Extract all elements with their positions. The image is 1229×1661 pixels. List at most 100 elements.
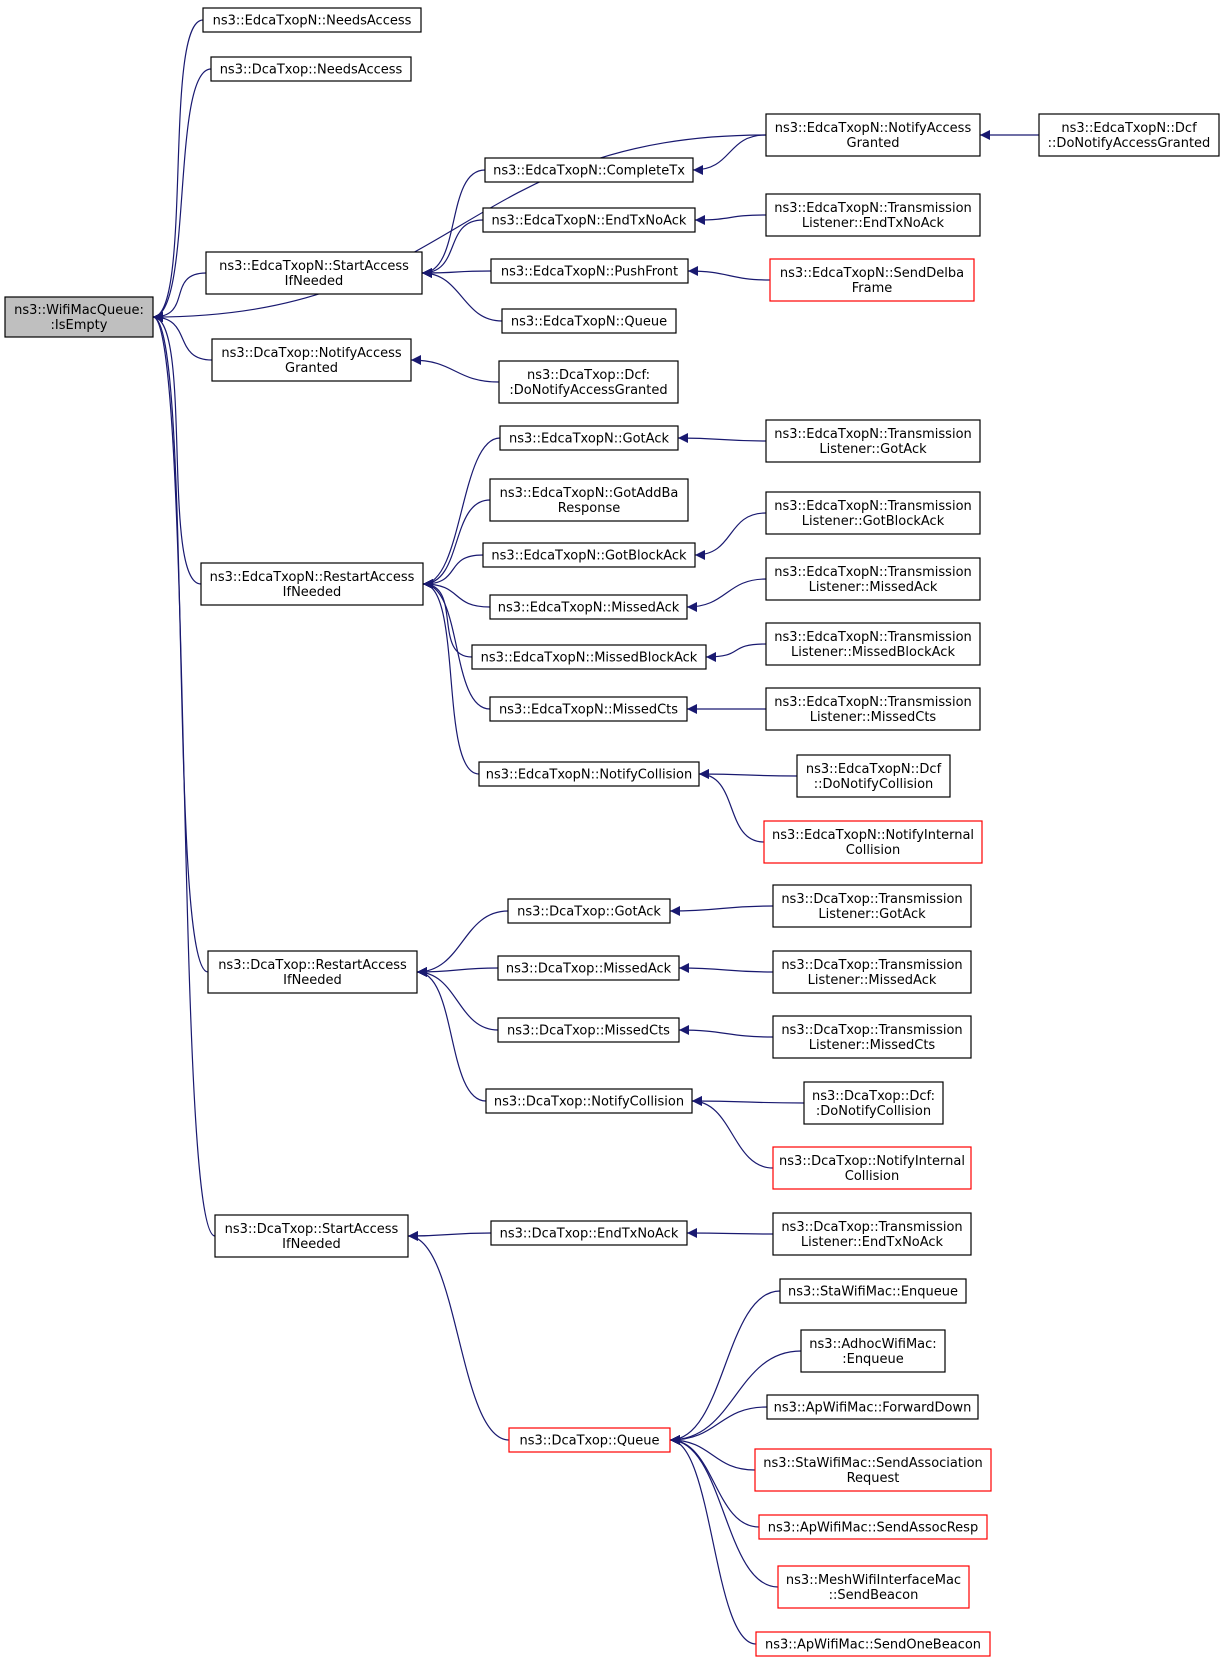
edge-d_tl_endtxnoack-to-d_endtxnoack [686,1228,774,1239]
node-d_dcf_donotify[interactable]: ns3::DcaTxop::Dcf::DoNotifyAccessGranted [498,360,679,404]
node-e_tl_endtxnoack[interactable]: ns3::EdcaTxopN::TransmissionListener::En… [765,193,981,237]
node-label-line: ns3::ApWifiMac::SendAssocResp [768,1521,978,1536]
node-d_endtxnoack[interactable]: ns3::DcaTxop::EndTxNoAck [490,1220,688,1246]
node-box [501,308,677,334]
node-e_queue[interactable]: ns3::EdcaTxopN::Queue [501,308,677,334]
node-e_tl_missedack[interactable]: ns3::EdcaTxopN::TransmissionListener::Mi… [765,557,981,601]
node-ap_sendonebeacon[interactable]: ns3::ApWifiMac::SendOneBeacon [755,1631,991,1657]
node-e_dcf_donotify[interactable]: ns3::EdcaTxopN::Dcf::DoNotifyAccessGrant… [1038,113,1220,157]
node-label-line: Response [558,501,620,516]
node-e_missedcts[interactable]: ns3::EdcaTxopN::MissedCts [489,696,688,722]
edge-e_notifyacc-to-e_completetx [692,134,767,175]
edge-ap_forwarddown-to-d_queue [669,1406,768,1445]
node-e_dcf_donotifycoll[interactable]: ns3::EdcaTxopN::Dcf::DoNotifyCollision [796,754,951,798]
node-label-line: ns3::DcaTxop::NeedsAccess [220,63,403,78]
node-label-line: ns3::EdcaTxopN::PushFront [501,265,678,280]
node-box [508,1427,671,1453]
node-d_dcf_donotifycoll[interactable]: ns3::DcaTxop::Dcf::DoNotifyCollision [803,1081,944,1125]
node-d_notifycoll[interactable]: ns3::DcaTxop::NotifyCollision [485,1088,693,1114]
node-box [777,1565,970,1609]
edge-e_tl_gotblockack-to-e_gotblockack [694,512,767,560]
edge-d_tl_gotack-to-d_gotack [669,905,774,916]
node-e_completetx[interactable]: ns3::EdcaTxopN::CompleteTx [484,157,694,183]
node-box [772,950,972,994]
node-d_missedcts[interactable]: ns3::DcaTxop::MissedCts [497,1017,680,1043]
node-d_tl_endtxnoack[interactable]: ns3::DcaTxop::TransmissionListener::EndT… [772,1212,972,1256]
node-e_notifycoll[interactable]: ns3::EdcaTxopN::NotifyCollision [478,761,700,787]
node-label-line: ns3::EdcaTxopN::MissedCts [499,703,678,718]
node-box [210,56,412,82]
node-label-line: Granted [285,361,338,376]
node-e_missedack[interactable]: ns3::EdcaTxopN::MissedAck [489,594,688,620]
node-label-line: Listener::GotAck [819,442,927,457]
edge-e_gotack-to-e_restart [422,437,501,589]
node-label-line: ns3::EdcaTxopN::Queue [511,315,667,330]
edge-e_notifyinternal-to-e_notifycoll [698,769,765,843]
node-label-line: ns3::EdcaTxopN::Transmission [774,630,972,645]
node-label-line: Collision [845,1169,899,1184]
node-e_tl_gotack[interactable]: ns3::EdcaTxopN::TransmissionListener::Go… [765,419,981,463]
node-label-line: Listener::MissedAck [809,580,938,595]
node-ap_sendassocresp[interactable]: ns3::ApWifiMac::SendAssocResp [758,1514,988,1540]
node-label-line: ns3::EdcaTxopN::CompleteTx [493,164,685,179]
node-label-line: ns3::DcaTxop::RestartAccess [218,958,407,973]
node-label-line: ns3::EdcaTxopN::EndTxNoAck [492,214,687,229]
node-label-line: ns3::EdcaTxopN::NotifyInternal [772,828,974,843]
node-e_pushfront[interactable]: ns3::EdcaTxopN::PushFront [490,258,689,284]
node-d_missedack[interactable]: ns3::DcaTxop::MissedAck [497,955,680,981]
node-d_gotack[interactable]: ns3::DcaTxop::GotAck [507,898,671,924]
node-label-line: Listener::MissedAck [808,973,937,988]
node-d_needs[interactable]: ns3::DcaTxop::NeedsAccess [210,56,412,82]
node-mesh_sendbeacon[interactable]: ns3::MeshWifiInterfaceMac::SendBeacon [777,1565,970,1609]
edge-e_completetx-to-e_startaccess [421,169,486,278]
node-d_tl_gotack[interactable]: ns3::DcaTxop::TransmissionListener::GotA… [772,884,972,928]
node-e_gotack[interactable]: ns3::EdcaTxopN::GotAck [499,425,679,451]
node-label-line: :IsEmpty [51,318,108,333]
node-box [765,491,981,535]
node-d_notifyacc[interactable]: ns3::DcaTxop::NotifyAccessGranted [211,338,412,382]
node-e_notifyacc[interactable]: ns3::EdcaTxopN::NotifyAccessGranted [765,113,981,157]
edge-e_queue-to-e_startaccess [421,268,503,322]
node-label-line: ns3::EdcaTxopN::NotifyCollision [486,768,692,783]
edge-e_pushfront-to-e_startaccess [421,267,492,278]
node-d_tl_missedcts[interactable]: ns3::DcaTxop::TransmissionListener::Miss… [772,1015,972,1059]
edge-e_gotaddba-to-e_restart [422,499,491,589]
node-label-line: ns3::EdcaTxopN::MissedAck [498,601,680,616]
node-box [779,1278,967,1304]
node-adhoc_enqueue[interactable]: ns3::AdhocWifiMac::Enqueue [800,1329,946,1373]
node-ap_forwarddown[interactable]: ns3::ApWifiMac::ForwardDown [766,1394,979,1420]
node-label-line: ns3::AdhocWifiMac: [809,1337,936,1352]
node-box [211,338,412,382]
node-label-line: ns3::DcaTxop::Dcf: [812,1089,935,1104]
node-d_queue[interactable]: ns3::DcaTxop::Queue [508,1427,671,1453]
node-box [489,696,688,722]
node-e_endtxnoack[interactable]: ns3::EdcaTxopN::EndTxNoAck [482,207,696,233]
node-box [766,1394,979,1420]
node-e_tl_gotblockack[interactable]: ns3::EdcaTxopN::TransmissionListener::Go… [765,491,981,535]
node-label-line: ns3::StaWifiMac::Enqueue [788,1285,958,1300]
node-e_tl_missedcts[interactable]: ns3::EdcaTxopN::TransmissionListener::Mi… [765,687,981,731]
node-e_needs[interactable]: ns3::EdcaTxopN::NeedsAccess [202,7,422,33]
node-label-line: ns3::EdcaTxopN::GotAck [509,432,669,447]
node-d_tl_missedack[interactable]: ns3::DcaTxop::TransmissionListener::Miss… [772,950,972,994]
node-sta_enqueue[interactable]: ns3::StaWifiMac::Enqueue [779,1278,967,1304]
node-label-line: ns3::EdcaTxopN::MissedBlockAck [481,651,698,666]
node-e_missedblockack[interactable]: ns3::EdcaTxopN::MissedBlockAck [471,644,707,670]
node-root[interactable]: ns3::WifiMacQueue::IsEmpty [4,296,154,338]
edge-e_notifycoll-to-e_restart [422,579,480,775]
node-e_gotblockack[interactable]: ns3::EdcaTxopN::GotBlockAck [482,542,696,568]
edge-d_queue-to-d_startaccess [407,1231,510,1441]
node-label-line: ns3::ApWifiMac::ForwardDown [774,1401,972,1416]
node-label-line: ns3::EdcaTxopN::GotBlockAck [491,549,687,564]
node-label-line: ns3::DcaTxop::Dcf: [527,368,650,383]
node-e_tl_missedblockack[interactable]: ns3::EdcaTxopN::TransmissionListener::Mi… [765,622,981,666]
